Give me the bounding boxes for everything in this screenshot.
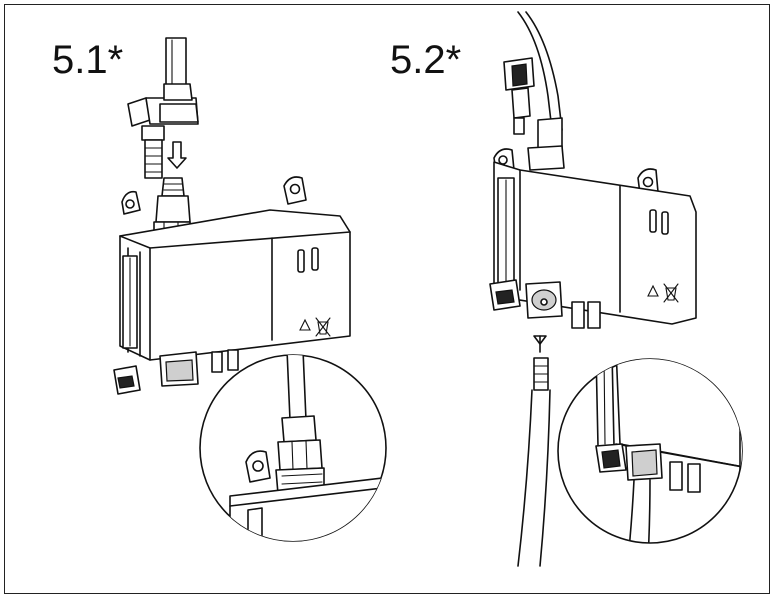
outlet-clip-left <box>489 279 521 311</box>
outlet-clip-left <box>113 365 141 395</box>
bracket-hooks <box>571 301 601 329</box>
slot <box>311 247 319 271</box>
recycle-icon <box>647 284 659 297</box>
weee-bin-icon <box>315 317 331 337</box>
slot <box>661 211 669 235</box>
recycle-icon <box>299 318 311 331</box>
slot <box>649 209 657 233</box>
illustration-5-2 <box>489 11 743 567</box>
hose-top <box>517 11 563 131</box>
arrow-down-icon <box>167 141 187 169</box>
coupling-connector <box>141 125 165 179</box>
hose-clamp <box>127 83 199 127</box>
mounting-tab-right <box>283 176 307 205</box>
arrow-up-icon <box>533 335 547 353</box>
step-label-5-1: 5.1* <box>52 38 124 82</box>
outlet-port <box>159 351 199 387</box>
mounting-tab-left <box>121 190 141 215</box>
mounting-tab-right <box>637 168 659 195</box>
step-label-5-2: 5.2* <box>390 38 462 82</box>
hose-clamp <box>527 117 565 171</box>
weee-bin-icon <box>663 283 679 303</box>
bracket-hooks <box>211 349 239 373</box>
coupling-connector <box>503 57 535 135</box>
control-box-housing <box>119 209 351 361</box>
hose-bottom <box>517 357 551 567</box>
slot <box>297 249 305 273</box>
outlet-port <box>525 281 563 319</box>
illustration-5-1 <box>113 37 387 542</box>
